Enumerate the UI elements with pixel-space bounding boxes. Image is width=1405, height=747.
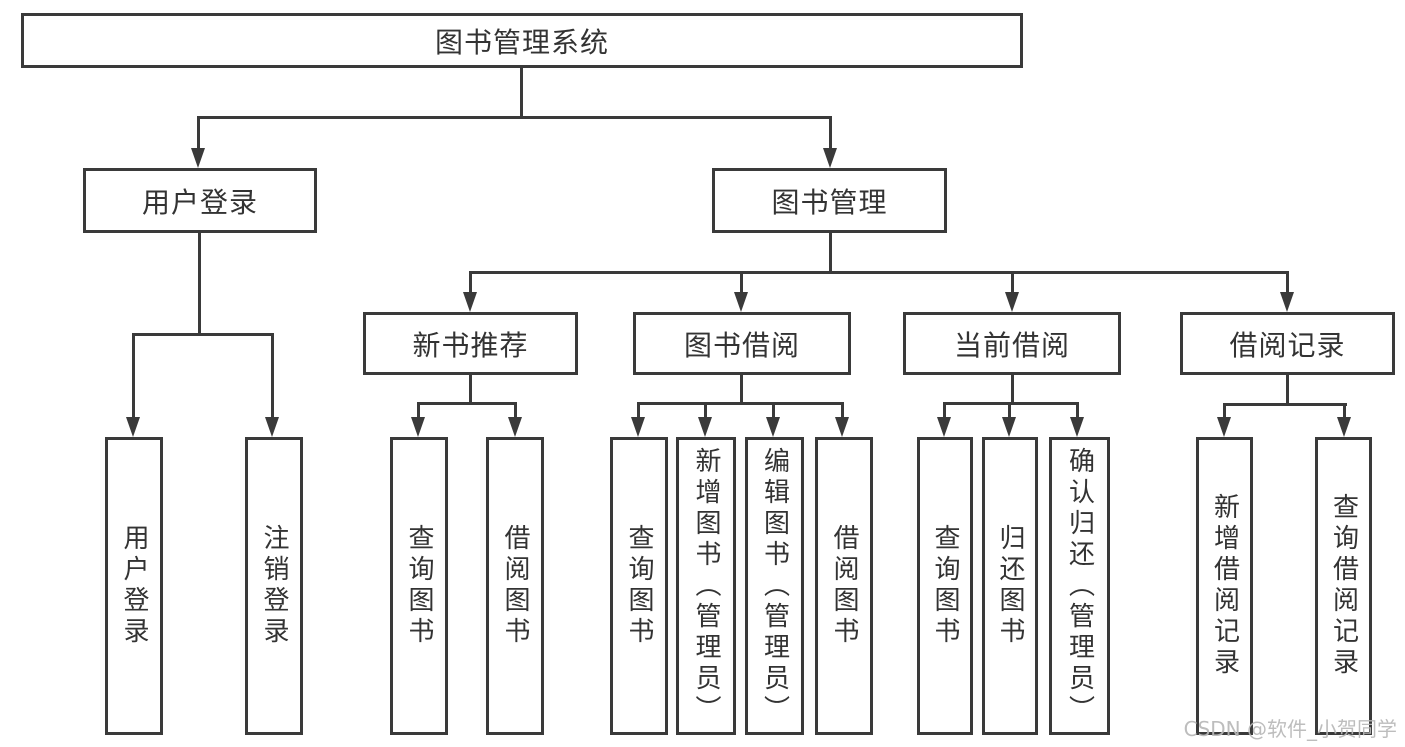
connector-root-stem [520, 68, 523, 118]
connector-to-book-borrow [740, 271, 743, 294]
connector-new-book-rec-stem [469, 375, 472, 405]
leaf-borrow-books: 借阅图书 [815, 437, 873, 735]
arrow-down-icon [835, 417, 849, 437]
arrow-down-icon [265, 417, 279, 437]
arrow-down-icon [508, 417, 522, 437]
leaf-borrow-books-rec-label: 借阅图书 [500, 524, 530, 648]
connector-to-new-book-rec [469, 271, 472, 294]
node-book-mgmt: 图书管理 [712, 168, 947, 233]
connector-leaf-stub [1008, 402, 1011, 419]
leaf-add-books-admin: 新增图书（管理员） [676, 437, 736, 735]
connector-user-login-stem [198, 233, 201, 336]
leaf-query-books-rec: 查询图书 [390, 437, 448, 735]
connector-borrow-records-branch [1223, 403, 1347, 406]
connector-book-mgmt-branch [469, 271, 1289, 274]
leaf-add-borrow-record: 新增借阅记录 [1196, 437, 1253, 735]
node-library-system: 图书管理系统 [21, 13, 1023, 68]
leaf-query-books-borrow-label: 查询图书 [624, 524, 654, 648]
connector-to-user-login [197, 116, 200, 150]
connector-book-borrow-branch [637, 402, 844, 405]
node-book-borrow: 图书借阅 [633, 312, 851, 375]
connector-book-mgmt-stem [829, 233, 832, 274]
leaf-return-books-label: 归还图书 [995, 524, 1025, 648]
connector-current-borrow-branch [944, 402, 1079, 405]
connector-leaf-stub [514, 402, 517, 419]
leaf-return-books: 归还图书 [982, 437, 1038, 735]
arrow-down-icon [1217, 417, 1231, 437]
arrow-down-icon [1280, 292, 1294, 312]
arrow-down-icon [937, 417, 951, 437]
node-book-mgmt-label: 图书管理 [771, 185, 888, 219]
leaf-query-books-rec-label: 查询图书 [404, 524, 434, 648]
connector-leaf-stub [1343, 403, 1346, 419]
connector-to-borrow-records [1286, 271, 1289, 294]
connector-new-book-rec-branch [417, 402, 517, 405]
connector-leaf-stub [1223, 403, 1226, 419]
arrow-down-icon [191, 148, 205, 168]
arrow-down-icon [1005, 292, 1019, 312]
arrow-down-icon [1337, 417, 1351, 437]
leaf-edit-books-admin: 编辑图书（管理员） [745, 437, 804, 735]
connector-leaf-stub [841, 402, 844, 419]
connector-root-branch [197, 116, 832, 119]
connector-borrow-records-stem [1286, 375, 1289, 406]
connector-to-leaf-logout [271, 333, 274, 419]
arrow-down-icon [766, 417, 780, 437]
node-borrow-records-label: 借阅记录 [1229, 328, 1346, 362]
node-new-book-rec: 新书推荐 [363, 312, 578, 375]
leaf-query-books-borrow: 查询图书 [610, 437, 668, 735]
leaf-query-books-current: 查询图书 [917, 437, 973, 735]
node-user-login: 用户登录 [83, 168, 317, 233]
connector-to-current-borrow [1011, 271, 1014, 294]
node-current-borrow-label: 当前借阅 [953, 328, 1070, 362]
connector-book-borrow-stem [740, 375, 743, 404]
arrow-down-icon [823, 148, 837, 168]
connector-to-leaf-login [132, 333, 135, 419]
leaf-borrow-books-label: 借阅图书 [829, 524, 859, 648]
connector-leaf-stub [772, 402, 775, 419]
node-library-system-label: 图书管理系统 [434, 25, 609, 59]
connector-leaf-stub [1076, 402, 1079, 419]
leaf-query-borrow-record-label: 查询借阅记录 [1328, 493, 1359, 679]
csdn-watermark: CSDN @软件_小贺同学 [1183, 717, 1397, 741]
connector-user-login-branch [132, 333, 274, 336]
leaf-add-books-admin-label: 新增图书（管理员） [691, 446, 721, 726]
node-new-book-rec-label: 新书推荐 [412, 328, 529, 362]
arrow-down-icon [1002, 417, 1016, 437]
connector-leaf-stub [417, 402, 420, 419]
leaf-user-login: 用户登录 [105, 437, 163, 735]
node-user-login-label: 用户登录 [141, 185, 258, 219]
connector-current-borrow-stem [1011, 375, 1014, 404]
connector-leaf-stub [943, 402, 946, 419]
connector-to-book-mgmt [829, 116, 832, 150]
leaf-edit-books-admin-label: 编辑图书（管理员） [759, 446, 790, 726]
leaf-query-books-current-label: 查询图书 [930, 524, 960, 648]
arrow-down-icon [463, 292, 477, 312]
arrow-down-icon [126, 417, 140, 437]
node-current-borrow: 当前借阅 [903, 312, 1121, 375]
leaf-borrow-books-rec: 借阅图书 [486, 437, 544, 735]
leaf-add-borrow-record-label: 新增借阅记录 [1209, 493, 1240, 679]
connector-leaf-stub [704, 402, 707, 419]
node-borrow-records: 借阅记录 [1180, 312, 1395, 375]
leaf-confirm-return-admin-label: 确认归还（管理员） [1064, 446, 1095, 726]
leaf-query-borrow-record: 查询借阅记录 [1315, 437, 1372, 735]
arrow-down-icon [411, 417, 425, 437]
leaf-logout: 注销登录 [245, 437, 303, 735]
node-book-borrow-label: 图书借阅 [683, 328, 800, 362]
leaf-confirm-return-admin: 确认归还（管理员） [1049, 437, 1110, 735]
leaf-user-login-label: 用户登录 [119, 524, 149, 648]
arrow-down-icon [631, 417, 645, 437]
arrow-down-icon [1070, 417, 1084, 437]
arrow-down-icon [734, 292, 748, 312]
connector-leaf-stub [637, 402, 640, 419]
leaf-logout-label: 注销登录 [259, 524, 289, 648]
arrow-down-icon [698, 417, 712, 437]
